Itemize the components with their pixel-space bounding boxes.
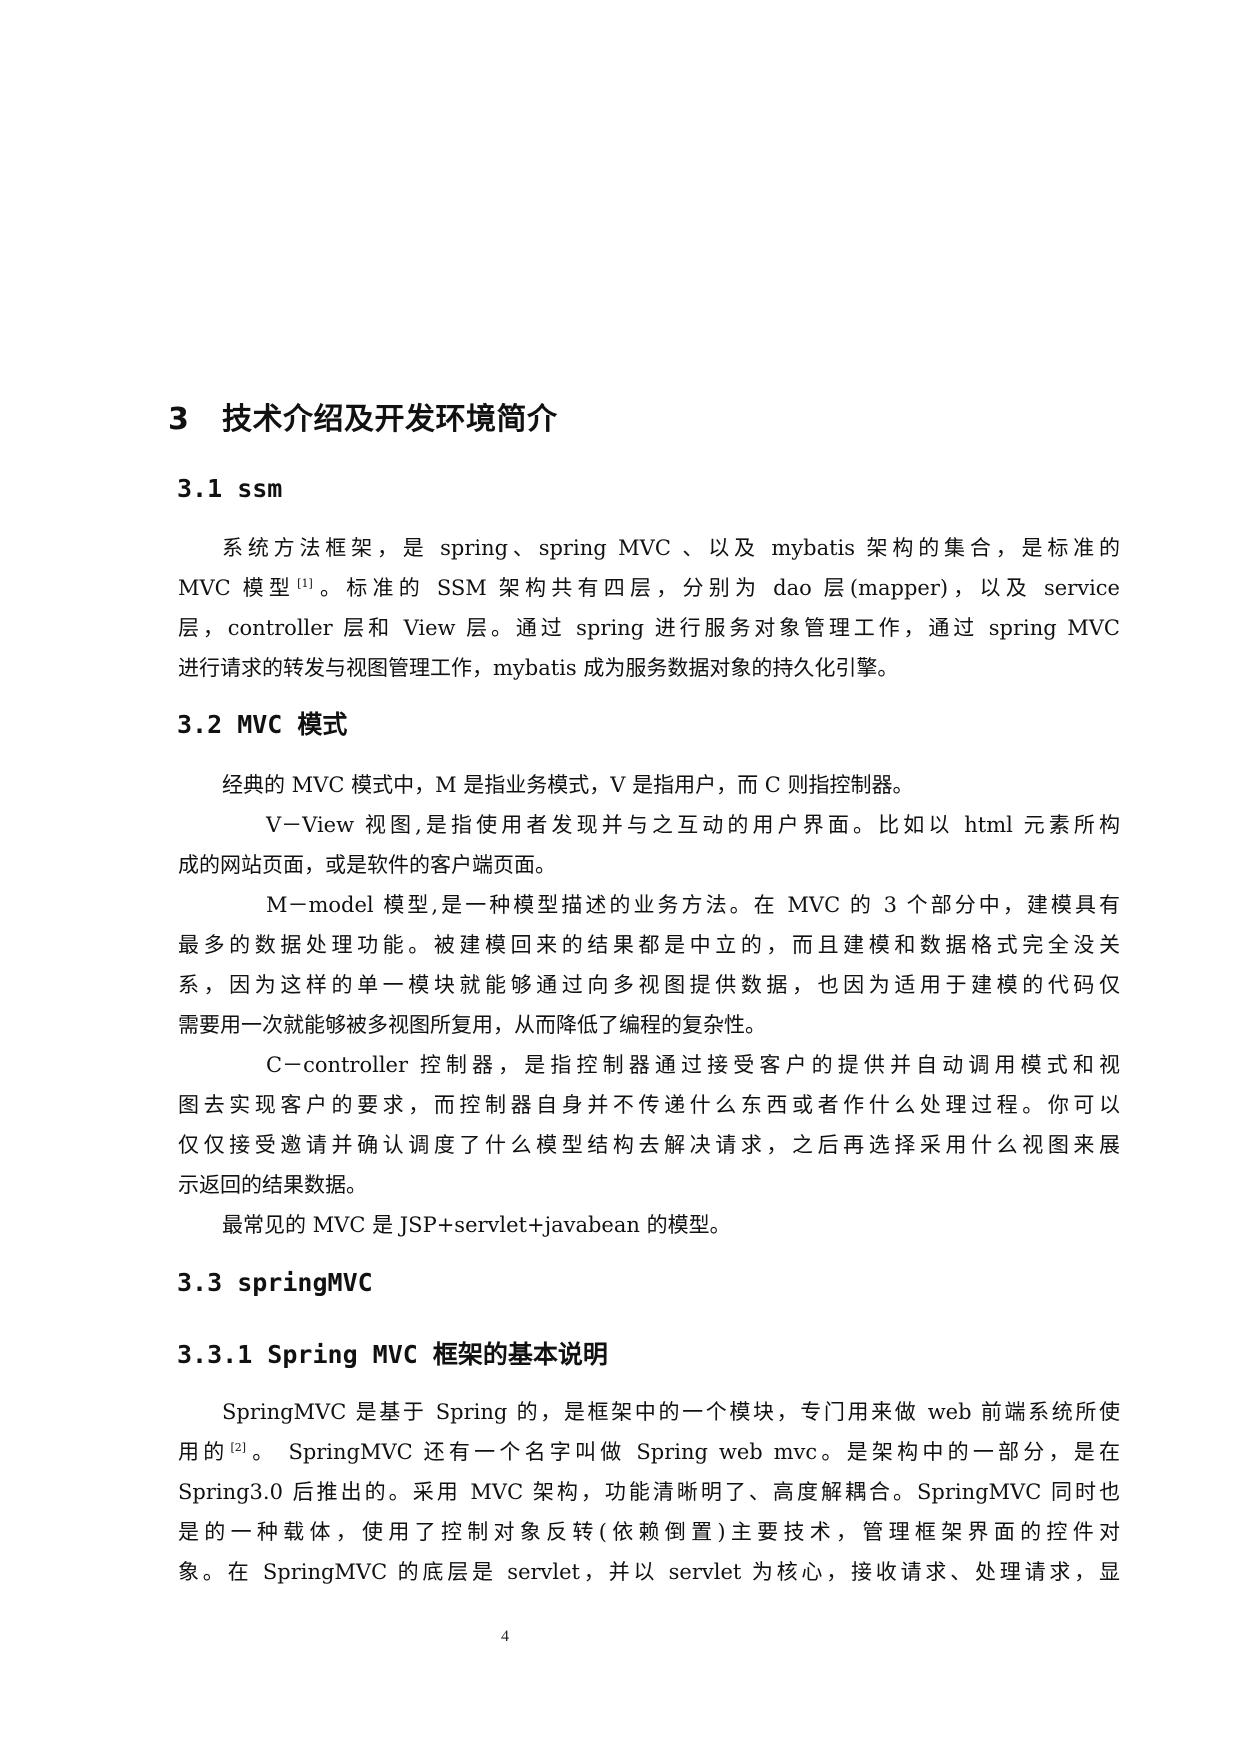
paragraph-mvc-model: M－model 模型,是一种模型描述的业务方法。在 MVC 的 3 个部分中，建… <box>178 885 1120 1045</box>
paragraph-mvc-common: 最常见的 MVC 是 JSP+servlet+javabean 的模型。 <box>178 1205 1120 1245</box>
text-line: 系统方法框架，是 spring、spring MVC 、以及 mybatis 架… <box>222 536 1120 560</box>
text-line: 图去实现客户的要求，而控制器自身并不传递什么东西或者作什么处理过程。你可以 <box>178 1093 1120 1117</box>
text-line: V－View 视图,是指使用者发现并与之互动的用户界面。比如以 html 元素所… <box>266 813 1120 837</box>
paragraph-mvc-controller: C－controller 控制器，是指控制器通过接受客户的提供并自动调用模式和视… <box>178 1045 1120 1205</box>
text-line: 系，因为这样的单一模块就能够通过向多视图提供数据，也因为适用于建模的代码仅 <box>178 973 1120 997</box>
text-line: SpringMVC 是基于 Spring 的，是框架中的一个模块，专门用来做 w… <box>222 1400 1120 1424</box>
text-line: 象。在 SpringMVC 的底层是 servlet，并以 servlet 为核… <box>178 1560 1120 1584</box>
text-line: 成的网站页面，或是软件的客户端页面。 <box>178 853 556 877</box>
citation-marker[interactable]: [1] <box>297 577 313 590</box>
chapter-number: 3 <box>168 402 190 437</box>
chapter-title: 技术介绍及开发环境简介 <box>222 402 558 437</box>
text-line: 需要用一次就能够被多视图所复用，从而降低了编程的复杂性。 <box>178 1013 766 1037</box>
paragraph-ssm-intro: 系统方法框架，是 spring、spring MVC 、以及 mybatis 架… <box>178 528 1120 688</box>
text-fragment: MVC 模型 <box>178 576 296 600</box>
text-line: 进行请求的转发与视图管理工作，mybatis 成为服务数据对象的持久化引擎。 <box>178 656 899 680</box>
text-fragment: 用的 <box>178 1440 229 1464</box>
text-line: 仅仅接受邀请并确认调度了什么模型结构去解决请求，之后再选择采用什么视图来展 <box>178 1133 1120 1157</box>
text-line: Spring3.0 后推出的。采用 MVC 架构，功能清晰明了、高度解耦合。Sp… <box>178 1480 1120 1504</box>
text-line: 经典的 MVC 模式中，M 是指业务模式，V 是指用户，而 C 则指控制器。 <box>222 773 914 797</box>
section-heading-3-2: 3.2 MVC 模式 <box>177 710 348 739</box>
text-line: 最多的数据处理功能。被建模回来的结果都是中立的，而且建模和数据格式完全没关 <box>178 933 1120 957</box>
text-line: 用的[2]。 SpringMVC 还有一个名字叫做 Spring web mvc… <box>178 1432 1120 1472</box>
paragraph-springmvc-basics: SpringMVC 是基于 Spring 的，是框架中的一个模块，专门用来做 w… <box>178 1392 1120 1592</box>
subsection-heading-3-3-1: 3.3.1 Spring MVC 框架的基本说明 <box>177 1340 608 1369</box>
text-line: MVC 模型[1]。标准的 SSM 架构共有四层，分别为 dao 层(mappe… <box>178 568 1120 608</box>
section-heading-3-3: 3.3 springMVC <box>177 1268 373 1297</box>
paragraph-mvc-overview: 经典的 MVC 模式中，M 是指业务模式，V 是指用户，而 C 则指控制器。 <box>178 765 1120 805</box>
text-fragment: 。 SpringMVC 还有一个名字叫做 Spring web mvc。是架构中… <box>248 1440 1120 1464</box>
text-line: 最常见的 MVC 是 JSP+servlet+javabean 的模型。 <box>222 1213 731 1237</box>
text-line: 示返回的结果数据。 <box>178 1173 367 1197</box>
citation-marker[interactable]: [2] <box>230 1441 247 1454</box>
text-line: 是的一种载体，使用了控制对象反转(依赖倒置)主要技术，管理框架界面的控件对 <box>178 1520 1120 1544</box>
section-heading-3-1: 3.1 ssm <box>177 474 283 503</box>
text-fragment: 。标准的 SSM 架构共有四层，分别为 dao 层(mapper)，以及 ser… <box>314 576 1120 600</box>
text-line: 层，controller 层和 View 层。通过 spring 进行服务对象管… <box>178 616 1120 640</box>
text-line: M－model 模型,是一种模型描述的业务方法。在 MVC 的 3 个部分中，建… <box>266 893 1120 917</box>
paragraph-mvc-view: V－View 视图,是指使用者发现并与之互动的用户界面。比如以 html 元素所… <box>178 805 1120 885</box>
page-number: 4 <box>501 1628 509 1645</box>
text-line: C－controller 控制器，是指控制器通过接受客户的提供并自动调用模式和视 <box>266 1053 1120 1077</box>
chapter-heading: 3 技术介绍及开发环境简介 <box>168 400 558 440</box>
